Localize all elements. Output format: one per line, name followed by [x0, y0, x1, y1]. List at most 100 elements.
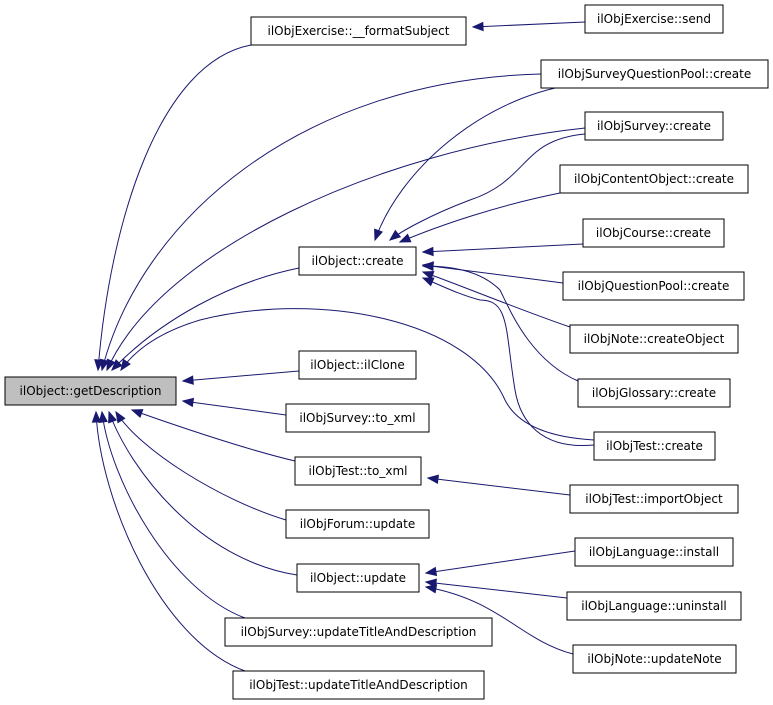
node-ilClone[interactable]: ilObject::ilClone: [298, 350, 417, 380]
node-testCreate[interactable]: ilObjTest::create: [593, 431, 716, 461]
node-label: ilObjSurvey::to_xml: [299, 411, 415, 425]
node-box[interactable]: [294, 456, 422, 486]
node-noteCreateObject[interactable]: ilObjNote::createObject: [569, 324, 739, 354]
arrowhead: [98, 410, 108, 423]
node-languageUninstall[interactable]: ilObjLanguage::uninstall: [566, 591, 742, 621]
edge-exerciseSend-to-formatSubject: [471, 21, 586, 32]
node-box[interactable]: [584, 111, 724, 141]
node-box[interactable]: [298, 350, 417, 380]
node-questionPoolCreate[interactable]: ilObjQuestionPool::create: [562, 271, 745, 301]
arrowhead: [388, 229, 402, 241]
node-label: ilObjGlossary::create: [592, 386, 716, 400]
edge-line: [472, 21, 586, 28]
node-label: ilObjLanguage::uninstall: [581, 599, 727, 613]
node-label: ilObject::ilClone: [310, 358, 405, 372]
arrowhead: [398, 233, 412, 243]
edge-surveyToXml-to-getDescription: [181, 397, 287, 416]
edge-line: [182, 370, 300, 382]
node-getDescription[interactable]: ilObject::getDescription: [4, 376, 177, 406]
edge-surveyQPCreate-to-getDescription: [99, 73, 542, 372]
node-box[interactable]: [569, 484, 739, 514]
node-box[interactable]: [572, 644, 737, 674]
node-surveyUpdateTD[interactable]: ilObjSurvey::updateTitleAndDescription: [224, 617, 493, 647]
node-label: ilObjSurvey::create: [597, 119, 711, 133]
edge-testUpdateTD-to-getDescription: [91, 410, 246, 672]
edge-testImportObject-to-testToXml: [426, 474, 571, 496]
edge-objectCreate-to-getDescription: [111, 267, 300, 371]
node-label: ilObject::getDescription: [20, 384, 162, 398]
edge-noteUpdateNote-to-objectUpdate: [424, 584, 574, 655]
node-label: ilObjQuestionPool::create: [578, 279, 730, 293]
node-label: ilObjExercise::send: [597, 12, 711, 26]
node-box[interactable]: [593, 431, 716, 461]
node-contentObjCreate[interactable]: ilObjContentObject::create: [559, 164, 749, 194]
node-box[interactable]: [285, 509, 430, 539]
node-formatSubject[interactable]: ilObjExercise::__formatSubject: [250, 16, 467, 46]
node-surveyCreate[interactable]: ilObjSurvey::create: [584, 111, 724, 141]
node-box[interactable]: [566, 591, 742, 621]
node-label: ilObjSurveyQuestionPool::create: [558, 67, 751, 81]
edge-objectUpdate-to-getDescription: [108, 410, 298, 576]
edge-line: [95, 411, 246, 672]
node-label: ilObjTest::updateTitleAndDescription: [249, 678, 468, 692]
arrowhead: [424, 566, 438, 577]
edge-ilClone-to-getDescription: [181, 370, 300, 385]
node-label: ilObject::update: [310, 571, 406, 585]
node-surveyQPCreate[interactable]: ilObjSurveyQuestionPool::create: [540, 59, 769, 89]
node-objectUpdate[interactable]: ilObject::update: [296, 563, 420, 593]
node-testToXml[interactable]: ilObjTest::to_xml: [294, 456, 422, 486]
node-box[interactable]: [250, 16, 467, 46]
node-box[interactable]: [584, 4, 724, 34]
edge-line: [422, 264, 564, 284]
node-courseCreate[interactable]: ilObjCourse::create: [582, 218, 725, 248]
arrowhead: [99, 358, 110, 372]
edge-line: [374, 84, 571, 241]
node-box[interactable]: [224, 617, 493, 647]
node-box[interactable]: [232, 670, 485, 700]
edge-line: [108, 411, 298, 576]
node-forumUpdate[interactable]: ilObjForum::update: [285, 509, 430, 539]
node-surveyToXml[interactable]: ilObjSurvey::to_xml: [285, 403, 430, 433]
node-box[interactable]: [298, 246, 417, 276]
node-objectCreate[interactable]: ilObject::create: [298, 246, 417, 276]
node-box[interactable]: [540, 59, 769, 89]
node-box[interactable]: [4, 376, 177, 406]
arrowhead: [91, 410, 102, 423]
node-glossaryCreate[interactable]: ilObjGlossary::create: [577, 378, 731, 408]
node-label: ilObjTest::to_xml: [309, 464, 408, 478]
node-box[interactable]: [582, 218, 725, 248]
node-testUpdateTD[interactable]: ilObjTest::updateTitleAndDescription: [232, 670, 485, 700]
edge-line: [422, 265, 579, 382]
edge-line: [399, 192, 561, 243]
edge-contentObjCreate-to-objectCreate: [398, 192, 561, 243]
node-noteUpdateNote[interactable]: ilObjNote::updateNote: [572, 644, 737, 674]
edge-line: [101, 411, 246, 619]
arrowhead: [111, 359, 123, 371]
node-testImportObject[interactable]: ilObjTest::importObject: [569, 484, 739, 514]
edge-line: [425, 581, 568, 599]
node-languageInstall[interactable]: ilObjLanguage::install: [574, 537, 734, 567]
edge-line: [182, 400, 287, 416]
edge-line: [115, 411, 287, 521]
node-box[interactable]: [562, 271, 745, 301]
node-label: ilObjCourse::create: [596, 226, 711, 240]
node-box[interactable]: [577, 378, 731, 408]
arrowhead: [181, 397, 195, 408]
node-box[interactable]: [285, 403, 430, 433]
edge-line: [101, 73, 542, 371]
edge-surveyQPCreate-to-objectCreate: [374, 84, 571, 242]
edge-line: [422, 271, 571, 328]
node-label: ilObjContentObject::create: [574, 172, 734, 186]
node-box[interactable]: [296, 563, 420, 593]
node-box[interactable]: [569, 324, 739, 354]
edge-line: [427, 477, 571, 496]
node-exerciseSend[interactable]: ilObjExercise::send: [584, 4, 724, 34]
node-box[interactable]: [559, 164, 749, 194]
arrowhead: [108, 410, 118, 424]
edge-surveyCreate-to-getDescription: [106, 127, 586, 372]
node-box[interactable]: [574, 537, 734, 567]
edge-line: [422, 243, 584, 253]
edge-line: [389, 133, 586, 241]
